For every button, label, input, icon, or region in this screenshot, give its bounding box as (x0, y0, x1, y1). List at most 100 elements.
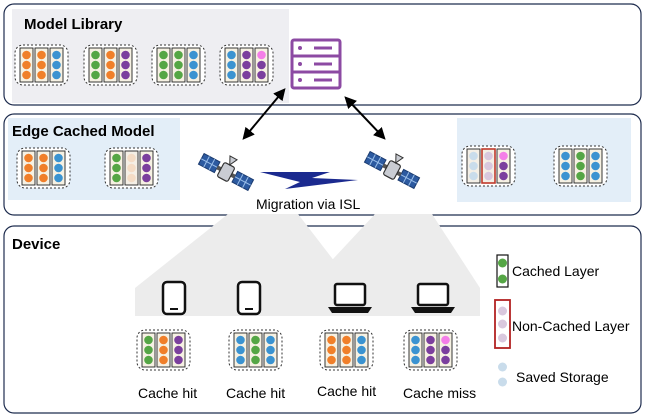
neuron-dot (576, 161, 585, 171)
neuron-dot (251, 345, 260, 355)
neuron-dot (257, 50, 266, 60)
neuron-dot (159, 50, 168, 60)
neuron-dot (242, 70, 251, 80)
neuron-dot (357, 345, 366, 355)
neuron-dot (426, 355, 435, 365)
neuron-dot (266, 335, 275, 345)
neuron-dot (242, 50, 251, 60)
neuron-dot (266, 345, 275, 355)
neuron-dot (37, 50, 46, 60)
neuron-dot (54, 153, 63, 163)
neuron-dot (499, 171, 508, 181)
neuron-dot (591, 161, 600, 171)
neuron-dot (227, 50, 236, 60)
neuron-dot (39, 153, 48, 163)
neuron-dot (236, 355, 245, 365)
neuron-dot (106, 60, 115, 70)
neuron-dot (342, 345, 351, 355)
phone-icon (161, 280, 187, 316)
neuron-dot (426, 345, 435, 355)
server-icon (290, 38, 342, 90)
device-caption: Cache hit (226, 385, 285, 401)
neuron-dot (112, 173, 121, 183)
neuron-dot (144, 355, 153, 365)
neuron-dot (159, 345, 168, 355)
neuron-dot (174, 355, 183, 365)
neuron-dot (469, 171, 478, 181)
phone-icon (236, 280, 262, 316)
neuron-dot (499, 151, 508, 161)
neuron-dot (127, 163, 136, 173)
neuron-dot (22, 60, 31, 70)
neuron-dot (52, 70, 61, 80)
neuron-dot (257, 70, 266, 80)
model-block (553, 145, 608, 187)
neuron-dot (121, 50, 130, 60)
neuron-dot (227, 70, 236, 80)
neuron-dot (484, 151, 493, 161)
neuron-dot (142, 163, 151, 173)
neuron-dot (561, 161, 570, 171)
neuron-dot (112, 163, 121, 173)
neuron-dot (22, 50, 31, 60)
laptop-icon (328, 282, 372, 313)
neuron-dot (91, 60, 100, 70)
neuron-dot (499, 161, 508, 171)
neuron-dot (37, 60, 46, 70)
model-block (219, 44, 274, 86)
library-title: Model Library (24, 16, 123, 33)
legend-saved-storage: Saved Storage (498, 362, 609, 387)
legend-saved-label: Saved Storage (516, 369, 609, 385)
neuron-dot (106, 50, 115, 60)
legend-cached: Cached Layer (496, 254, 600, 288)
neuron-dot (189, 70, 198, 80)
neuron-dot (441, 335, 450, 345)
neuron-dot (142, 173, 151, 183)
neuron-dot (159, 335, 168, 345)
neuron-dot (112, 153, 121, 163)
neuron-dot (227, 60, 236, 70)
legend-non-cached: Non-Cached Layer (494, 299, 630, 349)
neuron-dot (174, 50, 183, 60)
model-block (319, 329, 374, 371)
neuron-dot (91, 50, 100, 60)
neuron-dot (144, 345, 153, 355)
neuron-dot (52, 60, 61, 70)
laptop-icon (411, 282, 455, 313)
neuron-dot (441, 345, 450, 355)
model-block (83, 44, 138, 86)
neuron-dot (591, 151, 600, 161)
neuron-dot (576, 171, 585, 181)
neuron-dot (357, 335, 366, 345)
neuron-dot (127, 173, 136, 183)
neuron-dot (236, 335, 245, 345)
neuron-dot (484, 161, 493, 171)
edge-title: Edge Cached Model (12, 123, 155, 140)
neuron-dot (22, 70, 31, 80)
neuron-dot (24, 153, 33, 163)
neuron-dot (106, 70, 115, 80)
neuron-dot (441, 355, 450, 365)
model-block (14, 44, 69, 86)
neuron-dot (54, 163, 63, 173)
neuron-dot (251, 335, 260, 345)
neuron-dot (144, 335, 153, 345)
arrow-server-left-satellite (242, 88, 286, 140)
coverage-beam-left (135, 214, 355, 316)
neuron-dot (52, 50, 61, 60)
model-block (16, 147, 71, 189)
neuron-dot (159, 355, 168, 365)
neuron-dot (39, 173, 48, 183)
neuron-dot (426, 335, 435, 345)
neuron-dot (142, 153, 151, 163)
neuron-dot (342, 355, 351, 365)
model-block (403, 329, 458, 371)
model-block (151, 44, 206, 86)
neuron-dot (257, 60, 266, 70)
neuron-dot (251, 355, 260, 365)
neuron-dot (469, 151, 478, 161)
device-caption: Cache hit (317, 383, 376, 399)
neuron-dot (561, 151, 570, 161)
neuron-dot (24, 163, 33, 173)
